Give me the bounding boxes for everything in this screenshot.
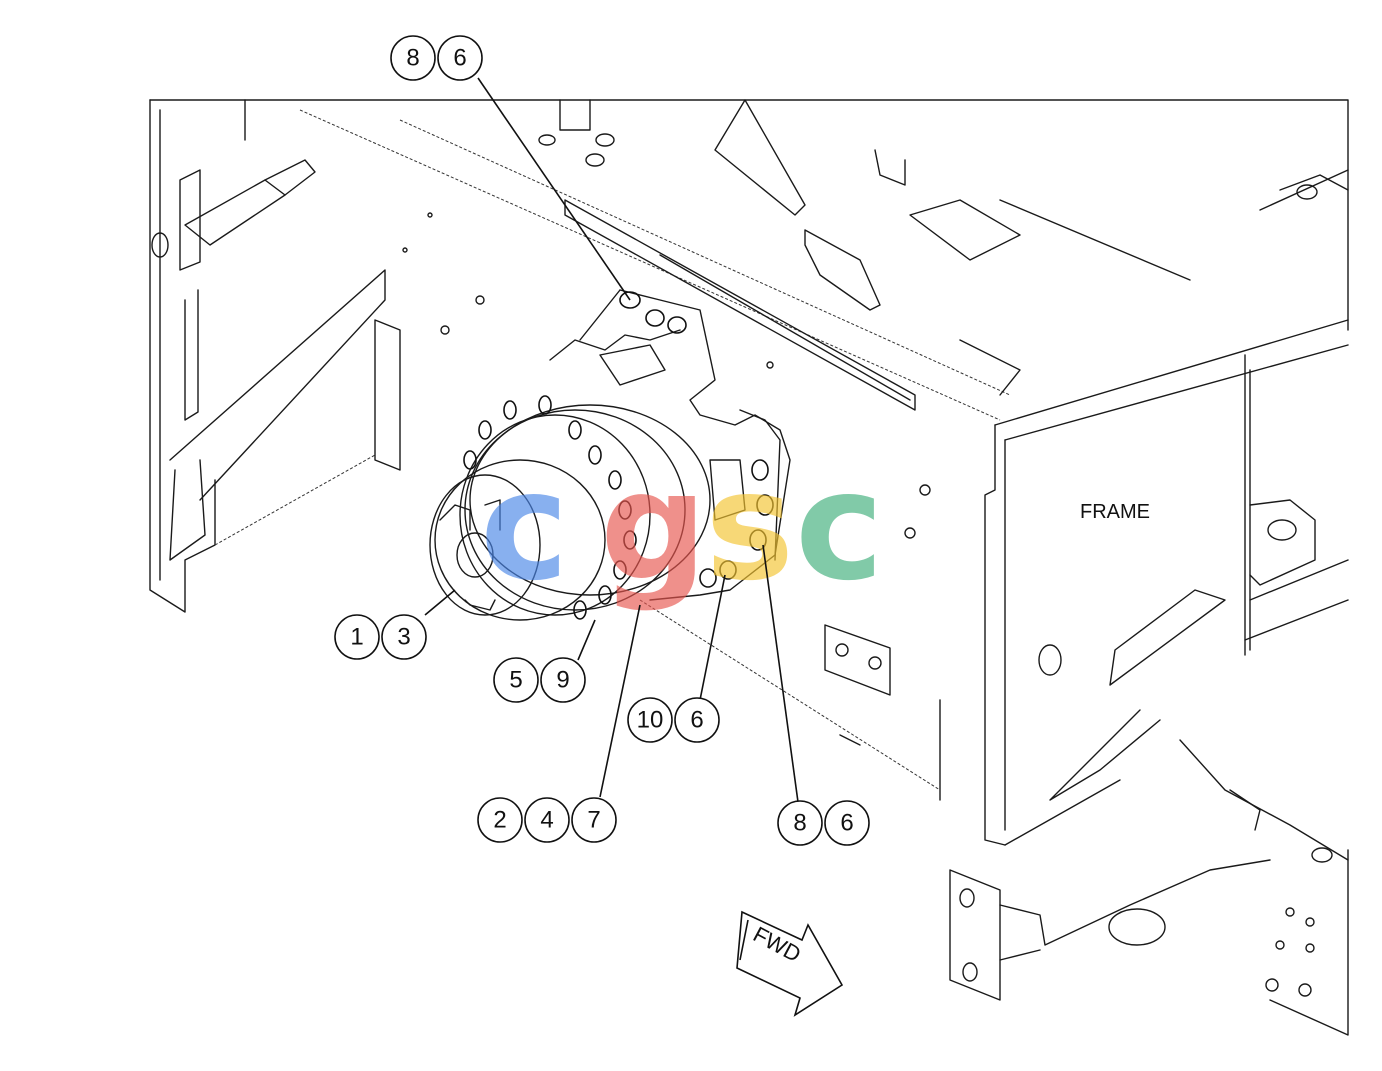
- frame-label: FRAME: [1080, 501, 1150, 523]
- forward-arrow: FWD: [736, 910, 844, 1017]
- svg-text:4: 4: [540, 807, 553, 834]
- svg-text:9: 9: [556, 667, 569, 694]
- watermark-letter-s: s: [705, 440, 794, 614]
- svg-text:1: 1: [350, 624, 363, 651]
- callout-6-bottom: 6: [824, 800, 870, 846]
- watermark-letter-c2: c: [795, 440, 884, 614]
- callout-6-mid: 6: [674, 697, 720, 743]
- callout-1: 1: [334, 614, 380, 660]
- svg-text:3: 3: [397, 624, 410, 651]
- callout-8-top: 8: [390, 35, 436, 81]
- svg-text:6: 6: [840, 810, 853, 837]
- callout-5: 5: [493, 657, 539, 703]
- final-drive-assembly: [429, 289, 791, 621]
- svg-text:7: 7: [587, 807, 600, 834]
- callout-10: 10: [627, 697, 673, 743]
- svg-text:2: 2: [493, 807, 506, 834]
- callout-7: 7: [571, 797, 617, 843]
- machine-frame-drawing: [149, 99, 1349, 1036]
- callout-2: 2: [477, 797, 523, 843]
- leader-lines: [424, 77, 799, 803]
- callout-6-top: 6: [437, 35, 483, 81]
- svg-text:10: 10: [637, 707, 664, 734]
- svg-text:5: 5: [509, 667, 522, 694]
- svg-text:8: 8: [793, 810, 806, 837]
- svg-text:6: 6: [690, 707, 703, 734]
- watermark-letter-c1: c: [480, 440, 569, 614]
- svg-text:6: 6: [453, 45, 466, 72]
- svg-text:8: 8: [406, 45, 419, 72]
- callout-3: 3: [381, 614, 427, 660]
- watermark-letter-g: g: [600, 440, 707, 614]
- watermark-logo: c g s c: [480, 440, 884, 614]
- callout-8-bottom: 8: [777, 800, 823, 846]
- callout-4: 4: [524, 797, 570, 843]
- callout-9: 9: [540, 657, 586, 703]
